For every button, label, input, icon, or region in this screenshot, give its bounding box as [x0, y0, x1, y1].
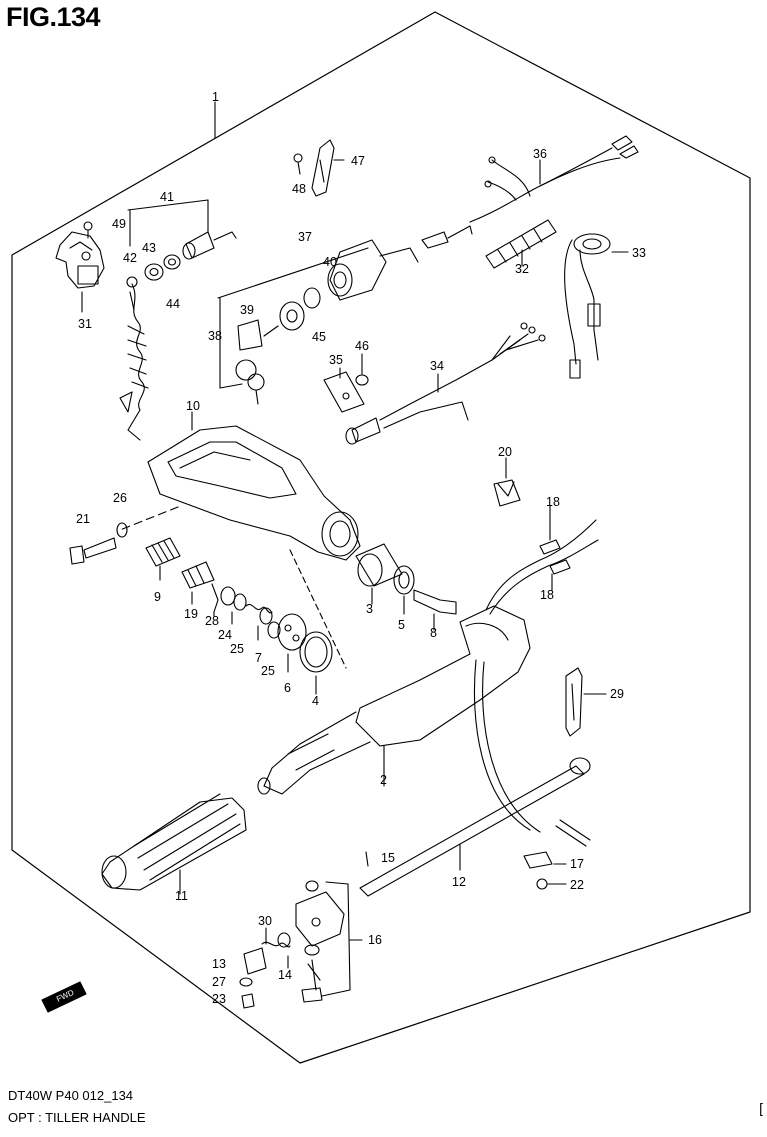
- callout-20: 20: [498, 445, 512, 459]
- callout-33: 33: [632, 246, 646, 260]
- callout-38: 38: [208, 329, 222, 343]
- callout-15: 15: [381, 851, 395, 865]
- part-28-clip: [211, 583, 219, 617]
- callout-41: 41: [160, 190, 174, 204]
- callout-39: 39: [240, 303, 254, 317]
- callout-35: 35: [329, 353, 343, 367]
- callout-25a: 25: [230, 642, 244, 656]
- callout-11: 11: [175, 889, 188, 903]
- callout-29: 29: [610, 687, 624, 701]
- callout-2: 2: [380, 773, 387, 787]
- part-33-buzzer: [564, 233, 629, 379]
- part-24-washer: [220, 586, 247, 625]
- fwd-arrow-icon: [41, 981, 87, 1013]
- callout-37: 37: [298, 230, 312, 244]
- part-21-bolt: [69, 522, 128, 565]
- part-36-harness: [421, 135, 639, 249]
- callout-8: 8: [430, 626, 437, 640]
- callout-12: 12: [452, 875, 466, 889]
- callout-17: 17: [570, 857, 584, 871]
- part-41-stop-switch: [119, 199, 237, 441]
- callout-25b: 25: [261, 664, 275, 678]
- diagram-frame: [11, 11, 751, 1064]
- callout-32: 32: [515, 262, 529, 276]
- part-32-tube: [485, 219, 557, 269]
- callout-3: 3: [366, 602, 373, 616]
- callout-43: 43: [142, 241, 156, 255]
- callout-7: 7: [255, 651, 262, 665]
- part-4-ring: [299, 631, 333, 695]
- callout-19: 19: [184, 607, 198, 621]
- callout-47: 47: [351, 154, 365, 168]
- callout-23: 23: [212, 992, 226, 1006]
- callout-5: 5: [398, 618, 405, 632]
- callout-31: 31: [78, 317, 92, 331]
- callout-24: 24: [218, 628, 232, 642]
- callout-16: 16: [368, 933, 382, 947]
- part-6-disc: [267, 613, 307, 673]
- part-2-tiller-handle: [263, 605, 531, 795]
- part-20-cap: [493, 457, 521, 507]
- callout-22: 22: [570, 878, 584, 892]
- part-19-spring: [181, 561, 215, 605]
- callout-14: 14: [278, 968, 292, 982]
- part-7-spring: [245, 604, 273, 641]
- part-12-rod: [359, 757, 591, 897]
- callout-28: 28: [205, 614, 219, 628]
- callout-4: 4: [312, 694, 319, 708]
- part-31-clamp: [55, 221, 105, 313]
- part-13-knob: [239, 927, 291, 1009]
- callout-21: 21: [76, 512, 90, 526]
- part-10-bracket: [119, 411, 361, 561]
- callout-46: 46: [355, 339, 369, 353]
- diagram-caption: OPT : TILLER HANDLE: [8, 1110, 146, 1125]
- part-11-grip: [101, 777, 271, 895]
- part-34-wiring: [345, 322, 546, 445]
- callout-1: 1: [212, 90, 219, 104]
- figure-title: FIG.134: [6, 2, 101, 32]
- callout-30: 30: [258, 914, 272, 928]
- callout-6: 6: [284, 681, 291, 695]
- callout-36: 36: [533, 147, 547, 161]
- part-35-plate: [323, 353, 369, 413]
- callout-44: 44: [166, 297, 180, 311]
- part-8-bolt: [413, 589, 457, 631]
- part-5-washer: [393, 565, 415, 615]
- callout-45: 45: [312, 330, 326, 344]
- part-18-cables: [473, 505, 599, 833]
- part-17-clip: [523, 851, 567, 890]
- callout-40: 40: [323, 255, 337, 269]
- edge-mark: [: [759, 1100, 763, 1116]
- part-47-bracket: [293, 139, 345, 197]
- callout-49: 49: [112, 217, 126, 231]
- callout-34: 34: [430, 359, 444, 373]
- part-9-spring: [145, 537, 181, 581]
- callout-26: 26: [113, 491, 127, 505]
- callout-18b: 18: [540, 588, 554, 602]
- callout-27: 27: [212, 975, 226, 989]
- callout-9: 9: [154, 590, 161, 604]
- callout-42: 42: [123, 251, 137, 265]
- diagram-code: DT40W P40 012_134: [8, 1088, 134, 1103]
- callout-10: 10: [186, 399, 200, 413]
- part-16-friction: [295, 880, 363, 1003]
- part-29-plate: [565, 667, 607, 737]
- part-37-key-switch: [217, 239, 419, 405]
- callout-13: 13: [212, 957, 226, 971]
- callout-18a: 18: [546, 495, 560, 509]
- part-3-bushing: [355, 543, 403, 605]
- callout-48: 48: [292, 182, 306, 196]
